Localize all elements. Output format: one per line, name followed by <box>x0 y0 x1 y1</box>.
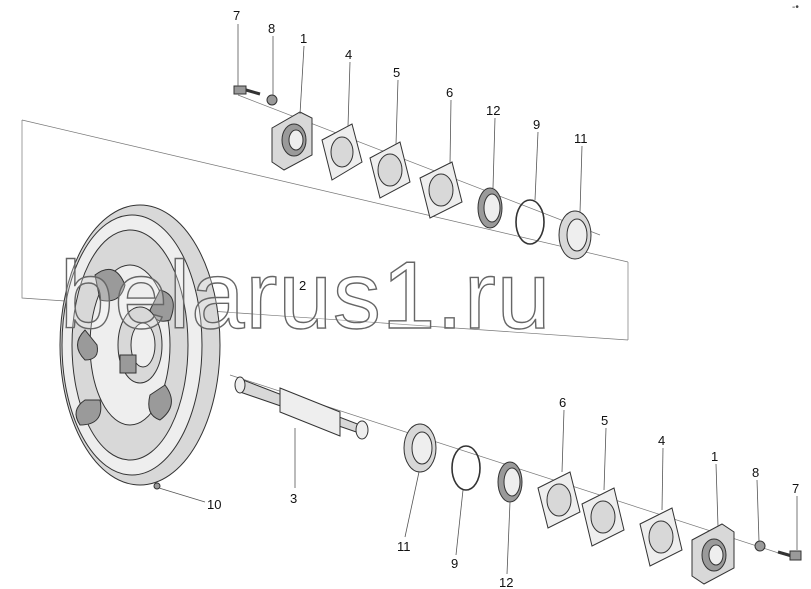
bottom-bearing-part-11 <box>403 423 437 473</box>
bottom-gasket-part-6 <box>537 471 581 529</box>
top-gasket-part-4 <box>321 123 363 181</box>
bottom-bolt-part-7 <box>777 550 802 561</box>
callout-top-7: 7 <box>233 8 240 23</box>
pulley-part-2 <box>59 204 221 486</box>
top-bolt-part-7 <box>233 85 261 96</box>
top-gasket-part-6 <box>419 161 463 219</box>
top-seal-part-12 <box>477 187 503 229</box>
callout-bottom-9: 9 <box>451 556 458 571</box>
callout-top-8: 8 <box>268 21 275 36</box>
callout-top-6: 6 <box>446 85 453 100</box>
watermark-text: belarus1.ru <box>60 242 551 349</box>
top-gasket-part-5 <box>369 141 411 199</box>
bottom-washer-part-8 <box>754 540 766 552</box>
bottom-gasket-part-5 <box>581 487 625 547</box>
callout-bottom-7: 7 <box>792 481 799 496</box>
bottom-seal-part-12 <box>497 461 523 503</box>
callout-top-4: 4 <box>345 47 352 62</box>
top-washer-part-8 <box>266 94 278 106</box>
callout-bottom-8: 8 <box>752 465 759 480</box>
callout-labels: 7 8 1 4 5 6 12 9 11 2 10 3 11 9 12 6 5 4… <box>207 8 799 589</box>
callout-2: 2 <box>299 278 306 293</box>
top-oring-part-9 <box>515 199 545 245</box>
callout-top-9: 9 <box>533 117 540 132</box>
callout-bottom-4: 4 <box>658 433 665 448</box>
shaft-part-3 <box>234 376 369 440</box>
callout-3: 3 <box>290 491 297 506</box>
callout-bottom-6: 6 <box>559 395 566 410</box>
callout-top-5: 5 <box>393 65 400 80</box>
corner-mark: -• <box>792 2 799 13</box>
bottom-oring-part-9 <box>451 445 481 491</box>
top-bearing-part-11 <box>558 210 592 260</box>
callout-top-11: 11 <box>574 131 588 146</box>
callout-top-12: 12 <box>486 103 500 118</box>
top-housing-part-1 <box>271 111 313 171</box>
callout-bottom-12: 12 <box>499 575 513 589</box>
bottom-housing-part-1 <box>691 523 735 585</box>
pulley-plug-part-10 <box>153 482 161 490</box>
callout-10: 10 <box>207 497 221 512</box>
bottom-gasket-part-4 <box>639 507 683 567</box>
callout-bottom-5: 5 <box>601 413 608 428</box>
callout-top-1: 1 <box>300 31 307 46</box>
callout-bottom-1: 1 <box>711 449 718 464</box>
leader-lines <box>158 24 798 575</box>
callout-bottom-11: 11 <box>397 539 411 554</box>
